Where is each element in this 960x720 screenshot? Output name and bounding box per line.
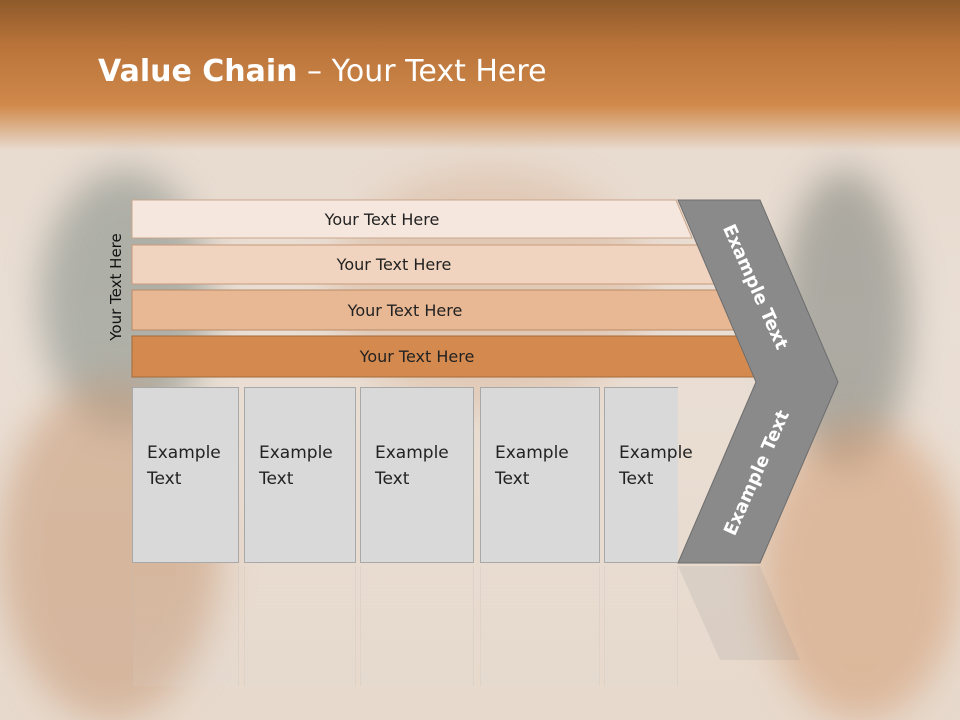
- bar-3: Your Text Here: [132, 291, 738, 329]
- chevron-reflection: [678, 566, 800, 660]
- column-4-line2: Text: [495, 469, 530, 489]
- column-reflection-1: [132, 566, 239, 686]
- column-2-line2: Text: [259, 469, 294, 489]
- title-rest: – Your Text Here: [297, 54, 547, 89]
- bar-shape-1: [131, 199, 693, 239]
- bar-1: Your Text Here: [132, 200, 692, 238]
- chevron-arrow: [677, 199, 839, 564]
- column-reflection-2: [244, 566, 356, 686]
- bar-2-label: Your Text Here: [336, 254, 452, 274]
- bar-1-label: Your Text Here: [324, 209, 440, 229]
- column-5-line2: Text: [619, 469, 654, 489]
- column-5-line1: Example: [619, 443, 693, 463]
- header-band: [0, 0, 960, 150]
- bar-4: Your Text Here: [132, 337, 762, 375]
- column-4-line1: Example: [495, 443, 569, 463]
- column-1-line2: Text: [147, 469, 182, 489]
- bar-4-label: Your Text Here: [359, 346, 475, 366]
- slide-title: Value Chain – Your Text Here: [98, 54, 547, 89]
- column-2-line1: Example: [259, 443, 333, 463]
- column-3-line2: Text: [375, 469, 410, 489]
- bar-3-label: Your Text Here: [347, 300, 463, 320]
- title-bold: Value Chain: [98, 54, 298, 89]
- side-label: Your Text Here: [107, 233, 125, 341]
- column-reflection-3: [360, 566, 474, 686]
- column-1-line1: Example: [147, 443, 221, 463]
- column-reflection-5: [604, 566, 678, 686]
- bar-2: Your Text Here: [132, 245, 716, 283]
- column-3-line1: Example: [375, 443, 449, 463]
- column-reflection-4: [480, 566, 600, 686]
